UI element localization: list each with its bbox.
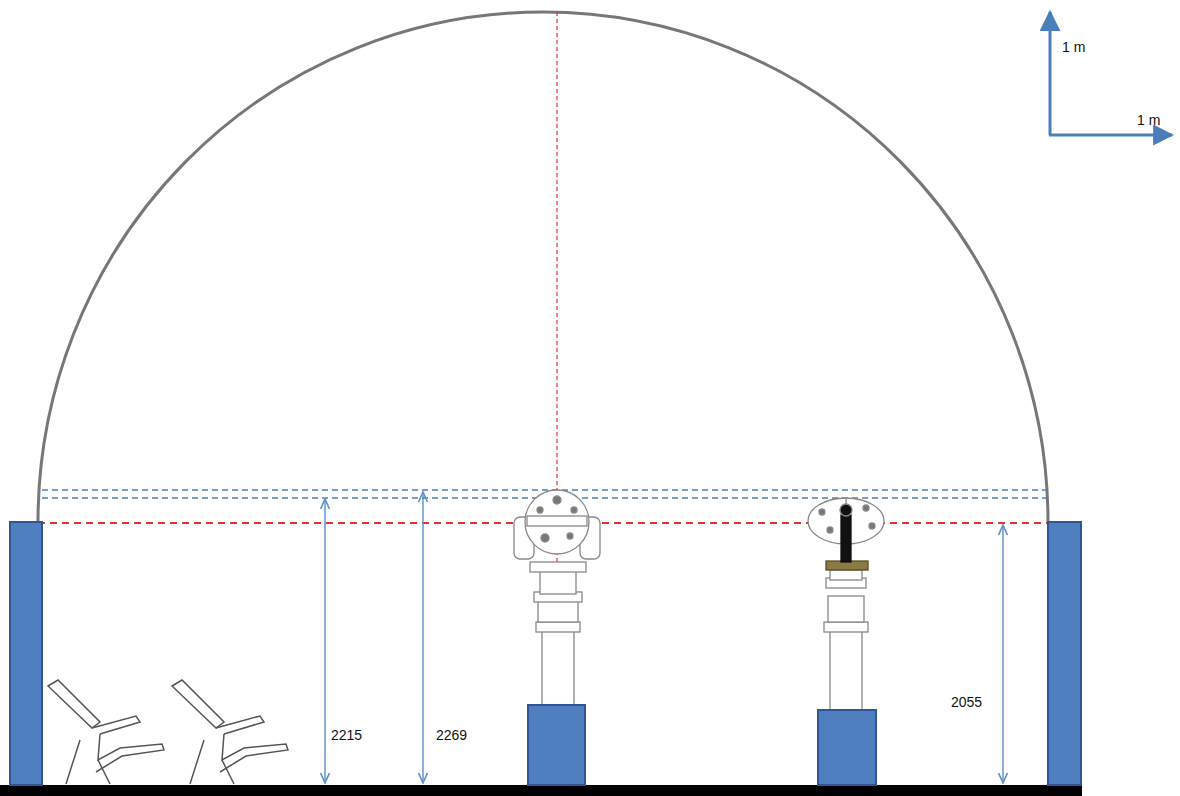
floor xyxy=(0,785,1082,796)
pedestal xyxy=(528,705,585,785)
dimension-value: 2215 xyxy=(331,728,362,742)
scale-axes xyxy=(1049,12,1172,135)
dome-outline xyxy=(38,12,1048,522)
robot-right xyxy=(808,498,884,710)
dashed-level xyxy=(42,489,1048,491)
wall xyxy=(1048,522,1081,785)
scale-label: 1 m xyxy=(1137,113,1160,127)
dimension-value: 2055 xyxy=(951,695,982,709)
seats xyxy=(48,680,288,784)
pedestal xyxy=(818,710,876,785)
dimension-value: 2269 xyxy=(436,728,467,742)
wall xyxy=(10,522,42,785)
robot-left xyxy=(514,490,600,706)
scale-label: 1 m xyxy=(1062,40,1085,54)
dimension-arrows xyxy=(325,492,1003,783)
